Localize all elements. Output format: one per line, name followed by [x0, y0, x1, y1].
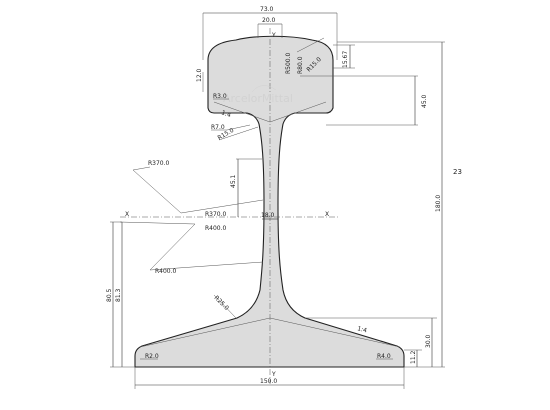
- web-thickness-label: 18.0: [261, 212, 275, 219]
- radius-370-lower-label: R370.0: [205, 211, 227, 218]
- foot-width-label: 150.0: [260, 378, 277, 385]
- crown-radius-label: R500.0: [285, 52, 292, 74]
- side-number: 23: [453, 168, 462, 176]
- radius-7-label: R7.0: [211, 124, 225, 131]
- height-80-5-label: 80.5: [106, 288, 113, 302]
- watermark: ArcelorMittal: [223, 92, 293, 105]
- axis-y-top-label: Y: [271, 32, 276, 39]
- radius-400-lower-label: R400.0: [155, 268, 177, 275]
- head-width-label: 73.0: [260, 6, 274, 13]
- foot-height-label: 30.0: [425, 334, 432, 348]
- head-corner-label: R3.0: [213, 93, 227, 100]
- head-flank-label: 12.0: [196, 68, 203, 82]
- axis-x-left-label: X: [125, 211, 129, 218]
- radius-400-upper-label: R400.0: [205, 225, 227, 232]
- radius-400-lower-leader: [119, 221, 264, 271]
- web-upper-height-label: 45.1: [230, 174, 237, 188]
- head-side-label: 15.67: [342, 51, 349, 68]
- radius-80-label: R80.0: [297, 56, 304, 74]
- slope-lower-label: 1:4: [356, 325, 367, 334]
- axis-x-right-label: X: [325, 211, 329, 218]
- height-81-3-label: 81.3: [115, 288, 122, 302]
- foot-radius-right-label: R4.0: [377, 353, 391, 360]
- rail-profile-outline: [134, 35, 405, 368]
- foot-radius-left-label: R2.0: [145, 353, 159, 360]
- axis-y-bottom-label: Y: [271, 371, 276, 378]
- radius-370-upper-leader: [132, 166, 264, 214]
- head-height-label: 45.0: [421, 94, 428, 108]
- foot-edge-label: 11.2: [410, 350, 417, 364]
- total-height-label: 180.0: [435, 195, 442, 212]
- watermark-logo: [251, 85, 277, 93]
- radius-370-upper-label: R370.0: [148, 160, 170, 167]
- slope-upper-label: 1:4: [220, 109, 232, 119]
- crown-width-label: 20.0: [262, 17, 276, 24]
